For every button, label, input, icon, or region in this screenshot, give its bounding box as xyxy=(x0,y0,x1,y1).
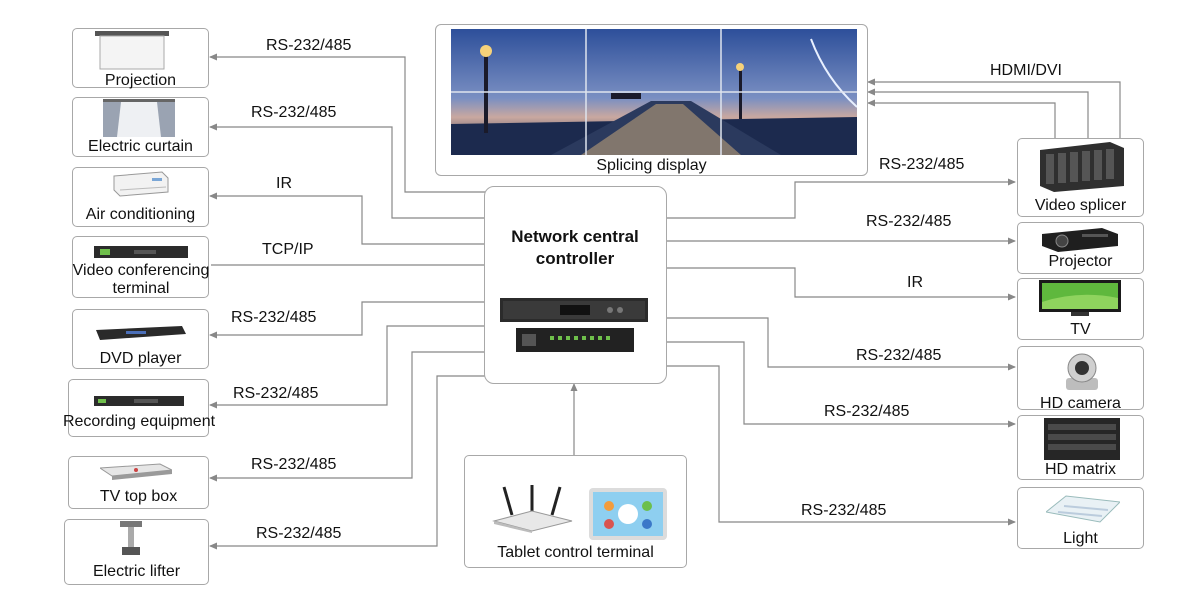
central-controller-title: Network central controller xyxy=(511,227,639,268)
air-conditioning-label: Air conditioning xyxy=(85,206,196,223)
splicing-display-label: Splicing display xyxy=(596,157,707,174)
protocol-label-dvd-player: RS-232/485 xyxy=(231,309,317,326)
protocol-label-light: RS-232/485 xyxy=(801,502,887,519)
link-electric-lifter xyxy=(209,375,486,550)
protocol-label-tv: IR xyxy=(907,274,923,291)
dvd-player-label: DVD player xyxy=(99,350,182,367)
tv-label: TV xyxy=(1070,321,1091,338)
protocol-label-electric-lifter: RS-232/485 xyxy=(256,525,342,542)
protocol-label-air-conditioning: IR xyxy=(276,175,292,192)
protocol-label-video-conferencing: TCP/IP xyxy=(262,241,314,258)
hd-camera-label: HD camera xyxy=(1040,395,1121,412)
protocol-label-electric-curtain: RS-232/485 xyxy=(251,104,337,121)
recording-equipment-label: Recording equipment xyxy=(62,413,216,430)
protocol-label-tv-top-box: RS-232/485 xyxy=(251,456,337,473)
link-projection xyxy=(209,53,486,193)
tv-top-box-label: TV top box xyxy=(99,488,178,505)
link-tv-top-box xyxy=(209,351,486,482)
projector-icon xyxy=(1042,228,1118,252)
protocol-label-recording-equipment: RS-232/485 xyxy=(233,385,319,402)
recording-equipment-box xyxy=(68,379,209,437)
tv-top-box-box xyxy=(68,456,209,509)
electric-curtain-label: Electric curtain xyxy=(88,138,193,155)
dvd-player-box xyxy=(72,309,209,369)
link-hd-camera xyxy=(667,317,1016,371)
link-hdmi-2 xyxy=(867,88,1089,138)
video-conferencing-label: Video conferencing terminal xyxy=(72,262,210,297)
projection-label: Projection xyxy=(104,72,177,89)
link-electric-curtain xyxy=(209,123,486,219)
link-dvd-player xyxy=(209,301,486,339)
light-fixture-icon xyxy=(1046,495,1120,523)
dvd-player-icon xyxy=(96,326,186,340)
protocol-label-hd-matrix: RS-232/485 xyxy=(824,403,910,420)
protocol-label-hdmi-dvi: HDMI/DVI xyxy=(990,62,1062,79)
tablet-terminal-label: Tablet control terminal xyxy=(497,544,654,561)
lifter-icon xyxy=(120,521,142,555)
protocol-label-projector: RS-232/485 xyxy=(866,213,952,230)
link-light xyxy=(667,365,1016,526)
electric-lifter-label: Electric lifter xyxy=(92,563,181,580)
link-recording-equipment xyxy=(209,325,486,409)
curtain-icon xyxy=(103,99,175,137)
projection-screen-icon xyxy=(95,31,169,70)
conferencing-unit-icon xyxy=(94,246,188,258)
link-hdmi-1 xyxy=(867,78,1121,138)
splicing-display-image xyxy=(451,29,857,155)
protocol-label-projection: RS-232/485 xyxy=(266,37,352,54)
hd-matrix-label: HD matrix xyxy=(1044,461,1117,478)
hd-matrix-icon xyxy=(1044,418,1120,460)
video-splicer-label: Video splicer xyxy=(1034,197,1127,214)
projector-label: Projector xyxy=(1048,253,1113,270)
link-hdmi-3 xyxy=(867,99,1056,138)
router-image xyxy=(492,485,573,533)
controller-unit-image xyxy=(500,298,648,352)
hd-camera-icon xyxy=(1066,353,1098,390)
tv-icon xyxy=(1039,280,1121,316)
protocol-label-video-splicer: RS-232/485 xyxy=(879,156,965,173)
air-conditioner-icon xyxy=(113,171,169,197)
link-hd-matrix xyxy=(667,341,1016,428)
set-top-box-icon xyxy=(100,463,172,480)
tablet-image xyxy=(589,488,667,540)
recorder-icon xyxy=(94,396,184,406)
link-tv xyxy=(667,267,1016,301)
video-splicer-icon xyxy=(1040,142,1124,192)
link-video-splicer xyxy=(667,178,1016,219)
link-air-conditioning xyxy=(209,192,486,245)
protocol-label-hd-camera: RS-232/485 xyxy=(856,347,942,364)
light-label: Light xyxy=(1063,530,1098,547)
